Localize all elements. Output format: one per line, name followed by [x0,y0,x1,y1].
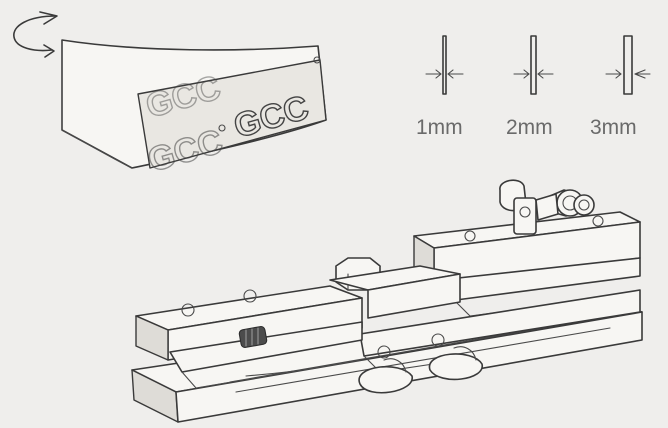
thickness-1mm: 1mm [416,35,464,139]
hex-bolt-right [549,189,595,217]
thickness-label-3mm: 3mm [590,116,637,139]
curved-strip: GCC GCC GCC [61,39,327,180]
bottom-wheels [358,346,483,394]
thickness-2mm: 2mm [506,35,554,139]
thickness-label-2mm: 2mm [506,116,553,139]
thickness-3mm: 3mm [590,35,651,139]
knurled-side-screw [238,326,268,348]
knurled-screw-right [499,179,559,235]
thickness-label-1mm: 1mm [416,116,463,139]
rotate-arrow-icon [13,11,58,58]
